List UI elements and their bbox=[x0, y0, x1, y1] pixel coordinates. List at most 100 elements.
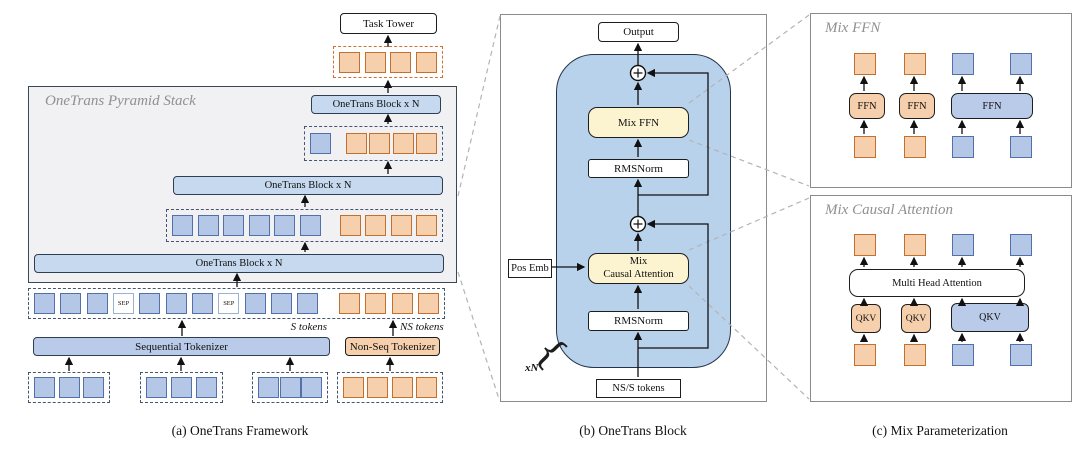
blue-token bbox=[86, 293, 108, 314]
sep-token: SEP bbox=[218, 293, 240, 314]
caption-a: (a) OneTrans Framework bbox=[171, 423, 309, 438]
input-token-row: SEP SEP bbox=[28, 288, 445, 319]
orange-token bbox=[415, 377, 437, 398]
blue-token bbox=[299, 215, 321, 236]
caption-b: (b) OneTrans Block bbox=[579, 423, 687, 438]
blue-token bbox=[279, 377, 301, 398]
token-row-level-3 bbox=[304, 126, 443, 161]
mix-causal-attention-box: Mix Causal Attention bbox=[588, 253, 689, 284]
multi-head-attention-box: Multi Head Attention bbox=[849, 269, 1025, 297]
blue-token bbox=[270, 293, 292, 314]
pyramid-stack-panel: OneTrans Pyramid Stack OneTrans Block x … bbox=[28, 86, 457, 283]
blue-token bbox=[297, 293, 319, 314]
orange-token bbox=[904, 344, 926, 366]
rmsnorm-box-lower: RMSNorm bbox=[588, 311, 689, 331]
sep-token: SEP bbox=[112, 293, 134, 314]
task-tower-box: Task Tower bbox=[340, 13, 437, 34]
ffn-box-shared-seq: FFN bbox=[951, 93, 1033, 119]
caption-c: (c) Mix Parameterization bbox=[872, 423, 1008, 438]
ffn-box-ns-2: FFN bbox=[899, 93, 935, 119]
pooled-tokens-container bbox=[333, 46, 443, 78]
mix-ffn-panel-title: Mix FFN bbox=[825, 20, 881, 36]
blue-token bbox=[172, 215, 193, 236]
blue-token bbox=[146, 377, 167, 398]
blue-token bbox=[258, 377, 279, 398]
seq-input-container-3 bbox=[252, 372, 328, 403]
token-group-gap bbox=[325, 215, 335, 236]
nonseq-tokenizer-box: Non-Seq Tokenizer bbox=[345, 337, 440, 356]
ffn-box-ns-1: FFN bbox=[849, 93, 885, 119]
nonseq-input-container bbox=[337, 372, 443, 403]
blue-token bbox=[244, 293, 266, 314]
seq-input-container-1 bbox=[28, 372, 110, 403]
blue-token bbox=[310, 133, 331, 154]
orange-token bbox=[339, 215, 361, 236]
orange-token bbox=[339, 51, 360, 73]
onetrans-block-bar-top: OneTrans Block x N bbox=[311, 95, 441, 114]
blue-token bbox=[83, 377, 104, 398]
qkv-box-shared-seq: QKV bbox=[951, 303, 1029, 332]
blue-token bbox=[1010, 53, 1032, 75]
orange-token bbox=[392, 133, 414, 154]
blue-token bbox=[165, 293, 187, 314]
orange-token bbox=[364, 51, 386, 73]
blue-token bbox=[952, 344, 974, 366]
orange-token bbox=[854, 136, 876, 158]
qkv-box-ns-2: QKV bbox=[901, 304, 931, 333]
repeat-count-label: xN bbox=[525, 362, 539, 374]
onetrans-block-panel: Output Mix FFN RMSNorm Mix Causal Attent… bbox=[500, 14, 767, 402]
orange-token bbox=[367, 377, 389, 398]
mix-ffn-panel: Mix FFN FFN FFN FFN bbox=[810, 13, 1072, 188]
blue-token bbox=[171, 377, 192, 398]
orange-token bbox=[854, 234, 876, 256]
orange-token bbox=[854, 53, 876, 75]
sequential-tokenizer-box: Sequential Tokenizer bbox=[33, 337, 330, 356]
qkv-box-ns-1: QKV bbox=[851, 304, 881, 333]
seq-input-container-2 bbox=[140, 372, 223, 403]
blue-token bbox=[248, 215, 270, 236]
orange-token bbox=[390, 51, 412, 73]
blue-token bbox=[197, 215, 219, 236]
output-box: Output bbox=[598, 22, 679, 42]
blue-token bbox=[196, 377, 217, 398]
token-row-level-2 bbox=[166, 209, 443, 242]
orange-token bbox=[416, 215, 437, 236]
blue-token bbox=[1010, 234, 1032, 256]
ns-tokens-label: NS tokens bbox=[400, 321, 444, 333]
mix-attn-line1: Mix bbox=[629, 256, 648, 268]
blue-token bbox=[301, 377, 322, 398]
orange-token bbox=[904, 53, 926, 75]
orange-token bbox=[854, 344, 876, 366]
orange-token bbox=[338, 293, 360, 314]
pyramid-stack-title: OneTrans Pyramid Stack bbox=[45, 93, 196, 109]
ns-s-tokens-box: NS/S tokens bbox=[596, 379, 681, 398]
mix-ffn-box: Mix FFN bbox=[588, 107, 689, 138]
orange-token bbox=[415, 51, 437, 73]
blue-token bbox=[223, 215, 244, 236]
orange-token bbox=[391, 293, 413, 314]
orange-token bbox=[345, 133, 367, 154]
s-tokens-label: S tokens bbox=[290, 321, 327, 333]
blue-token bbox=[274, 215, 295, 236]
token-group-gap bbox=[324, 293, 334, 314]
onetrans-block-bar-middle: OneTrans Block x N bbox=[173, 176, 443, 195]
mix-causal-attention-panel-title: Mix Causal Attention bbox=[825, 202, 954, 218]
blue-token bbox=[34, 377, 55, 398]
blue-token bbox=[1010, 136, 1032, 158]
blue-token bbox=[139, 293, 161, 314]
mix-causal-attention-panel: Mix Causal Attention Multi Head Attentio… bbox=[810, 195, 1072, 402]
blue-token bbox=[191, 293, 213, 314]
blue-token bbox=[60, 293, 82, 314]
orange-token bbox=[415, 133, 437, 154]
token-group-gap bbox=[333, 133, 343, 154]
orange-token bbox=[417, 293, 439, 314]
orange-token bbox=[390, 215, 412, 236]
orange-token bbox=[904, 234, 926, 256]
pos-emb-box: Pos Emb bbox=[508, 259, 552, 278]
blue-token bbox=[58, 377, 80, 398]
orange-token bbox=[369, 133, 391, 154]
blue-token bbox=[952, 53, 974, 75]
blue-token bbox=[1010, 344, 1032, 366]
onetrans-block-bar-bottom: OneTrans Block x N bbox=[34, 254, 444, 273]
